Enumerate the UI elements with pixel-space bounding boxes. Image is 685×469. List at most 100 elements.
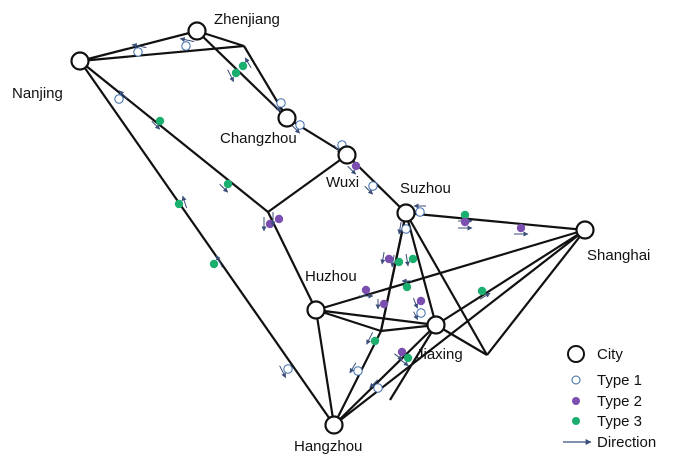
- edge-pD-shanghai: [486, 229, 586, 356]
- direction-arrow-icon: [349, 362, 357, 374]
- type3-marker: [477, 286, 487, 296]
- network-edges: [79, 29, 586, 426]
- type3-marker: [209, 259, 219, 269]
- city-label-shanghai: Shanghai: [587, 247, 650, 264]
- type3-marker: [155, 116, 165, 126]
- direction-arrow-icon: [412, 298, 419, 309]
- legend-type3-label: Type 3: [597, 413, 642, 430]
- edge-hangzhou-jiaxing: [333, 324, 437, 426]
- type3-marker: [403, 353, 413, 363]
- type1-marker: [353, 366, 363, 376]
- city-label-hangzhou: Hangzhou: [294, 438, 362, 455]
- type2-marker: [361, 285, 371, 295]
- legend-type3-marker: [572, 417, 580, 425]
- legend-type2-label: Type 2: [597, 393, 642, 410]
- type3-marker: [231, 68, 241, 78]
- type3-marker: [174, 199, 184, 209]
- type1-marker: [181, 41, 191, 51]
- type1-marker: [416, 308, 426, 318]
- city-label-huzhou: Huzhou: [305, 268, 357, 285]
- direction-arrow-icon: [244, 57, 252, 69]
- type2-marker: [516, 223, 526, 233]
- type3-marker: [223, 179, 233, 189]
- city-label-zhenjiang: Zhenjiang: [214, 11, 280, 28]
- legend-city-label: City: [597, 346, 623, 363]
- direction-arrow-icon: [479, 292, 491, 300]
- edge-suzhou-pD: [405, 212, 488, 356]
- city-node-shanghai: [575, 220, 595, 240]
- type3-marker: [408, 254, 418, 264]
- edge-nanjing-hangzhou: [79, 60, 335, 426]
- edge-hangzhou-shanghai: [333, 229, 586, 426]
- direction-arrow-icon: [404, 253, 410, 267]
- direction-arrow-icon: [151, 120, 161, 130]
- direction-arrow-icon: [369, 379, 379, 389]
- direction-arrow-icon: [347, 165, 357, 175]
- city-node-jiaxing: [426, 315, 446, 335]
- edge-pB-wuxi: [267, 154, 348, 213]
- edge-hangzhou-pC: [333, 330, 382, 426]
- type1-marker: [373, 383, 383, 393]
- direction-arrow-icon: [380, 251, 386, 265]
- edge-huzhou-shanghai: [315, 228, 586, 312]
- legend-type2-marker: [572, 397, 580, 405]
- direction-arrow-icon: [413, 311, 419, 321]
- edge-suzhou-jiaxing: [404, 212, 438, 326]
- type2-marker: [416, 296, 426, 306]
- edge-pB-huzhou: [267, 211, 317, 311]
- edge-huzhou-jiaxing: [315, 308, 437, 327]
- type1-marker: [368, 181, 378, 191]
- edge-jiaxing-shanghai: [435, 229, 586, 326]
- type2-marker: [351, 161, 361, 171]
- direction-arrow-icon: [272, 102, 282, 112]
- edge-huzhou-pC: [315, 308, 382, 333]
- type1-marker: [283, 364, 293, 374]
- city-node-hangzhou: [324, 415, 344, 435]
- legend-city-marker: [567, 345, 585, 363]
- direction-arrow-icon: [118, 90, 128, 100]
- type1-marker: [133, 47, 143, 57]
- city-label-wuxi: Wuxi: [326, 174, 359, 191]
- type2-marker: [384, 254, 394, 264]
- direction-arrow-icon: [131, 43, 147, 49]
- legend-direction-label: Direction: [597, 434, 656, 451]
- edge-nanjing-pB: [79, 60, 269, 213]
- direction-arrow-icon: [181, 195, 188, 209]
- city-node-wuxi: [337, 145, 357, 165]
- direction-arrow-icon: [227, 69, 235, 83]
- type1-marker: [114, 94, 124, 104]
- city-label-nanjing: Nanjing: [12, 85, 63, 102]
- direction-arrow-icon: [400, 359, 409, 367]
- type2-marker: [397, 347, 407, 357]
- city-nodes: [70, 21, 595, 435]
- type1-marker: [295, 120, 305, 130]
- type2-marker: [274, 214, 284, 224]
- direction-arrow-icon: [397, 221, 403, 235]
- city-label-changzhou: Changzhou: [220, 130, 297, 147]
- edge-jiaxing-pD: [435, 324, 488, 356]
- direction-arrow-icon: [219, 183, 229, 193]
- city-node-nanjing: [70, 51, 90, 71]
- edge-pE-jiaxing: [389, 324, 437, 401]
- city-label-jiaxing: Jiaxing: [416, 346, 463, 363]
- type3-marker: [394, 257, 404, 267]
- edge-suzhou-shanghai: [405, 211, 586, 232]
- type3-marker: [460, 210, 470, 220]
- city-node-huzhou: [306, 300, 326, 320]
- type3-marker: [238, 61, 248, 71]
- type2-marker: [379, 299, 389, 309]
- edge-zhenjiang-changzhou: [196, 30, 288, 119]
- direction-arrow-icon: [394, 353, 403, 361]
- direction-arrow-icon: [215, 254, 223, 268]
- city-node-changzhou: [277, 108, 297, 128]
- city-node-zhenjiang: [187, 21, 207, 41]
- direction-arrow-icon: [364, 185, 374, 195]
- type1-marker: [415, 207, 425, 217]
- legend-type1-label: Type 1: [597, 372, 642, 389]
- legend-type1-marker: [571, 375, 581, 385]
- direction-arrow-icon: [279, 365, 287, 379]
- type2-marker: [460, 217, 470, 227]
- city-label-suzhou: Suzhou: [400, 180, 451, 197]
- type3-marker: [370, 336, 380, 346]
